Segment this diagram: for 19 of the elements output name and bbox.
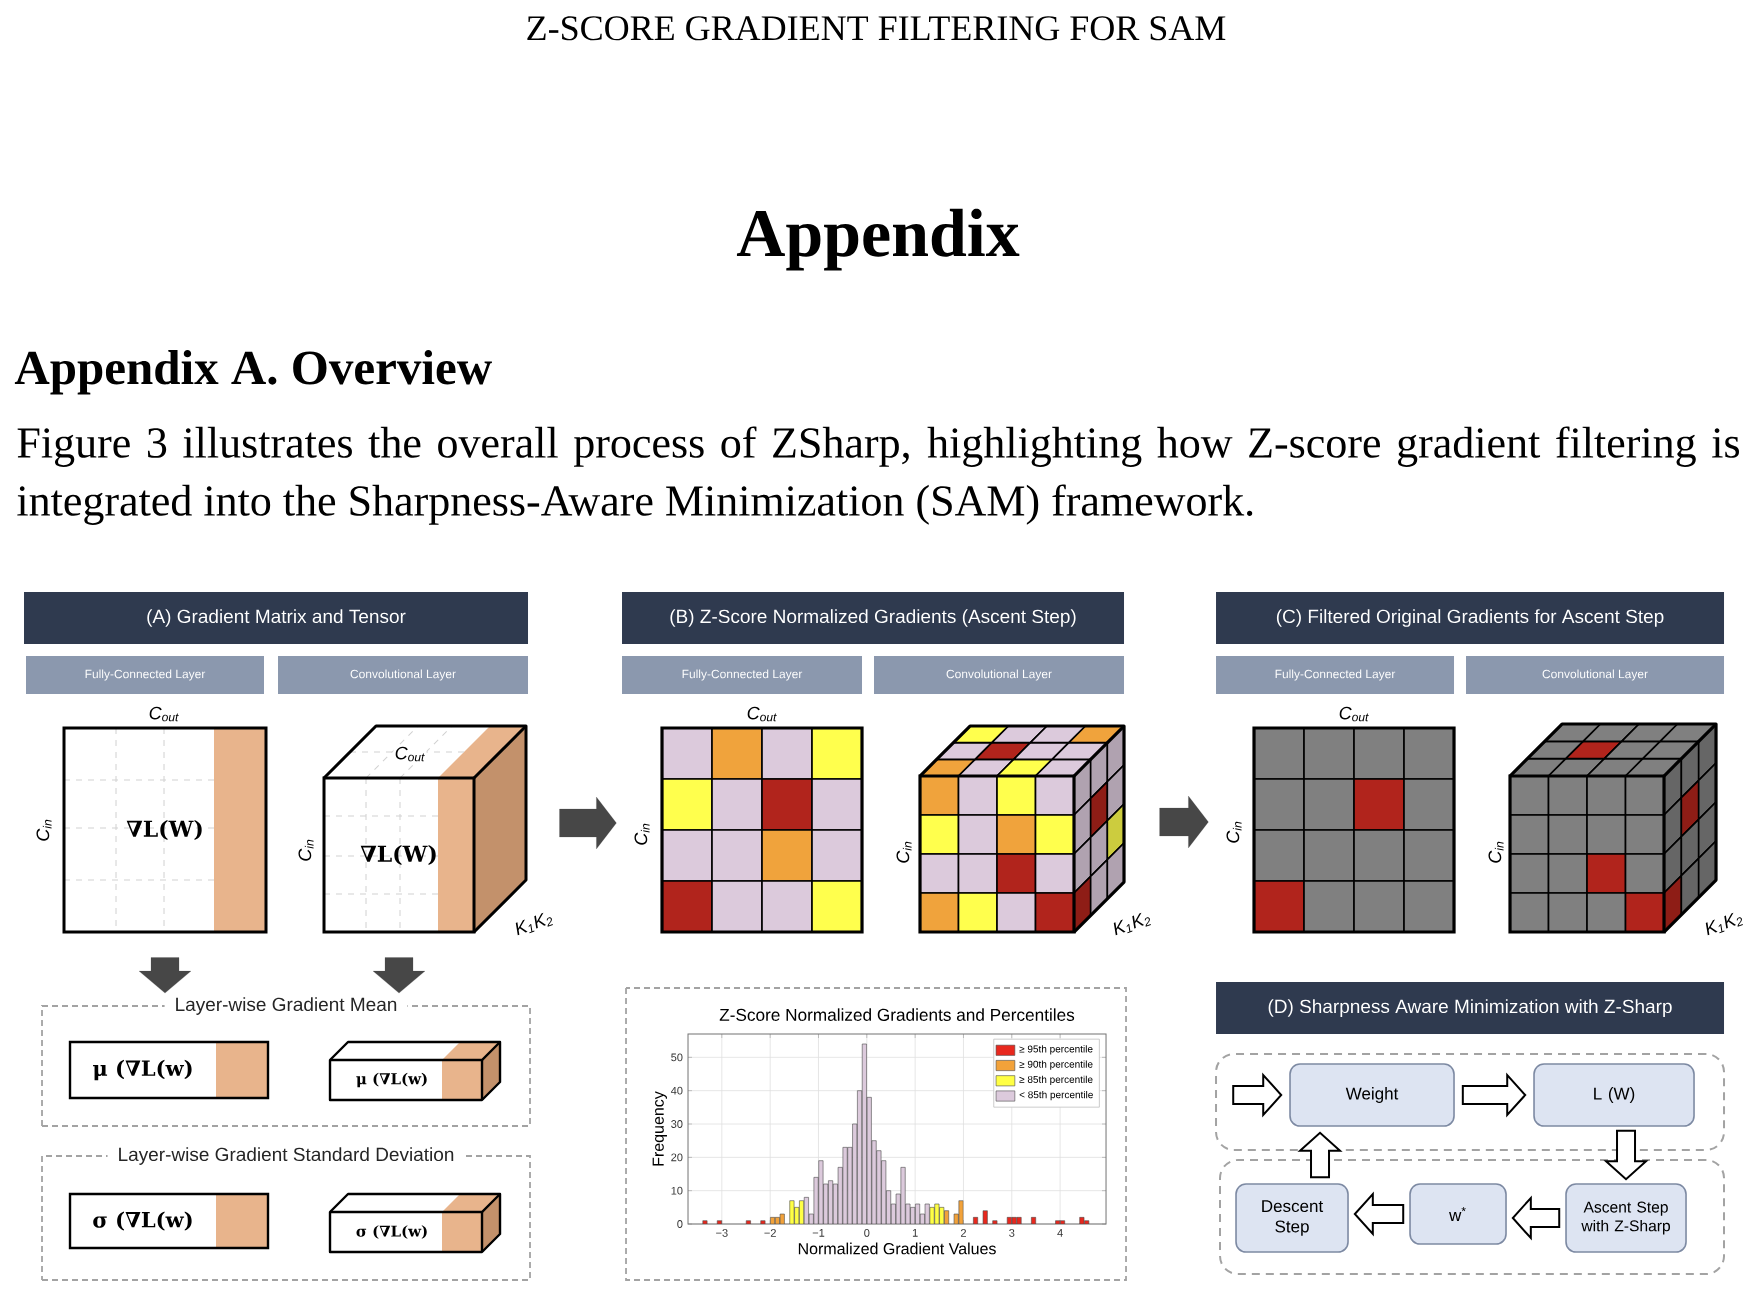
- y-axis-title: Frequency: [652, 1091, 667, 1166]
- axis-label: C$_{in}$: [1225, 819, 1243, 845]
- x-axis-title: Normalized Gradient Values: [798, 1242, 996, 1255]
- axis-label: K$_{1}$K$_{2}$: [1701, 908, 1747, 940]
- axis-label: C$_{out}$: [1337, 705, 1371, 723]
- chart-title: Z-Score Normalized Gradients and Percentiles: [719, 1008, 1075, 1021]
- axis-label: C$_{in}$: [1487, 839, 1505, 865]
- page-title: Appendix: [736, 208, 1020, 271]
- axis-label: C$_{in}$: [297, 837, 315, 863]
- axis-label: C$_{in}$: [35, 817, 53, 843]
- axis-label: C$_{in}$: [895, 839, 913, 865]
- axis-label: K$_{1}$K$_{2}$: [1109, 908, 1155, 940]
- axis-label: C$_{out}$: [147, 705, 181, 723]
- section-heading: Appendix A. Overview: [14, 350, 492, 395]
- axis-label: C$_{out}$: [393, 745, 427, 763]
- axis-label: C$_{in}$: [633, 821, 651, 847]
- axis-label: C$_{out}$: [745, 705, 779, 723]
- paragraph: Figure 3 illustrates the overall process of ZSharp, highlighting how Z-score gradient filtering is integrated into the Sharpness-Aware Minimization (SAM) framework.: [17, 426, 1739, 525]
- running-header: Z-SCORE GRADIENT FILTERING FOR SAM: [527, 16, 1226, 41]
